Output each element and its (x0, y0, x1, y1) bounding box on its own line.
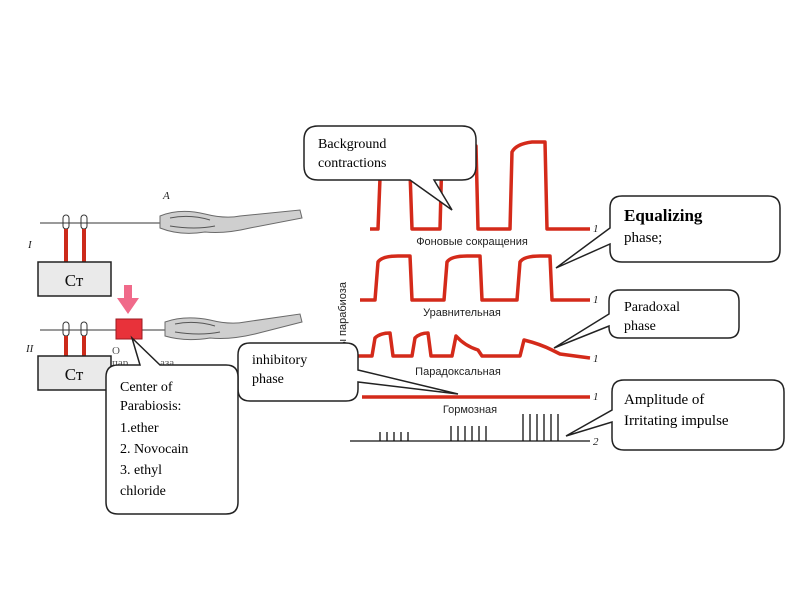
callout-paradoxal-line-1: Paradoxal (624, 300, 680, 315)
callout-inhibitory-line-2: phase (252, 372, 284, 387)
row-2-label: II (25, 343, 35, 355)
callout-background-line-2: contractions (318, 156, 386, 171)
electrodes-2 (62, 321, 88, 356)
callout-paradoxal: Paradoxal phase (553, 289, 740, 349)
nerve-preparation-2 (40, 313, 303, 341)
nerve-preparation-1 (40, 209, 303, 234)
row-1-label: I (27, 239, 33, 251)
trace-equalizing (360, 254, 590, 302)
callout-center-line-5: 3. ethyl (120, 463, 162, 478)
trace-paradoxal (350, 331, 591, 360)
panel-a-label: A (162, 190, 170, 202)
trace-inhibitory-num: 1 (593, 391, 599, 403)
stimulator-label-2: Ст (65, 365, 84, 384)
callout-amplitude-line-1: Amplitude of (624, 392, 704, 408)
callout-inhibitory: inhibitory phase (237, 342, 459, 402)
trace-equalizing-label: Уравнительная (423, 307, 501, 319)
stimulator-box-1: Ст (37, 261, 112, 297)
callout-background: Background contractions (303, 125, 477, 211)
stimulator-box-2: Ст (37, 355, 112, 391)
trace-inhibitory-label: Гормозная (443, 404, 497, 416)
stimulator-label-1: Ст (65, 271, 84, 290)
callout-inhibitory-line-1: inhibitory (252, 353, 307, 368)
trace-paradoxal-label: Парадоксальная (415, 366, 501, 378)
callout-equalizing-line-2: phase; (624, 230, 662, 246)
callout-center-line-2: Parabiosis: (120, 399, 181, 414)
phases-axis-label: азы парабиоза (337, 281, 349, 358)
trace-paradoxal-num: 1 (593, 353, 599, 365)
faded-label-1: О (112, 345, 120, 357)
callout-amplitude-line-2: Irritating impulse (624, 413, 729, 429)
callout-center-line-6: chloride (120, 484, 166, 499)
trace-background-label: Фоновые сокращения (416, 236, 528, 248)
callout-background-line-1: Background (318, 137, 386, 152)
callout-paradoxal-line-2: phase (624, 319, 656, 334)
arrow-down-icon (117, 285, 139, 314)
callout-equalizing: Equalizing phase; (555, 195, 781, 269)
parabiosis-center-block (115, 318, 143, 340)
callout-center-line-4: 2. Novocain (120, 442, 188, 457)
electrodes-1 (62, 214, 88, 262)
callout-center-line-1: Center of (120, 380, 173, 395)
callout-center: Center of Parabiosis: 1.ether 2. Novocai… (105, 335, 239, 515)
callout-equalizing-line-1: Equalizing (624, 206, 703, 225)
callout-amplitude: Amplitude of Irritating impulse (565, 379, 785, 451)
trace-background-num: 1 (593, 223, 599, 235)
callout-center-line-3: 1.ether (120, 421, 159, 436)
trace-impulses-num: 2 (593, 436, 599, 448)
trace-equalizing-num: 1 (593, 294, 599, 306)
trace-impulses (350, 414, 590, 442)
